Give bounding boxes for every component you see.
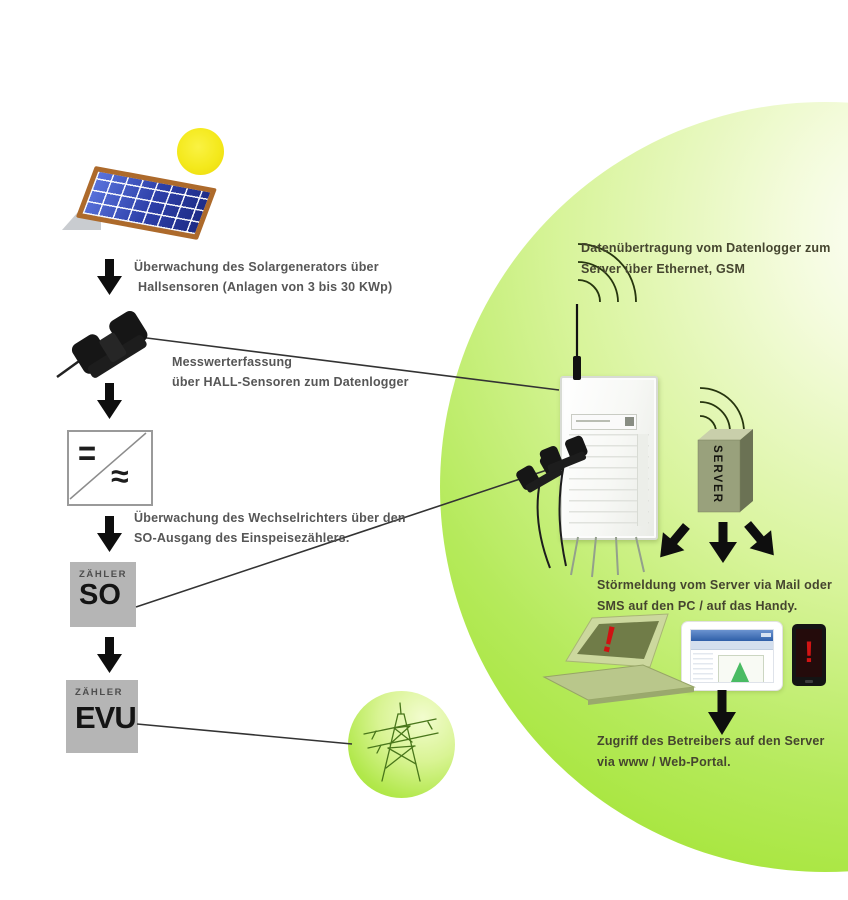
- meter-so: ZÄHLER SO: [70, 562, 136, 627]
- arrow-down-icon: [93, 383, 125, 420]
- meter-so-value: SO: [79, 579, 121, 611]
- sun-icon: [177, 128, 224, 175]
- phone-screen: !: [796, 629, 822, 677]
- annotation-line: Hallsensoren (Anlagen von 3 bis 30 KWp): [138, 280, 393, 294]
- arrow-down-left-icon: [646, 515, 699, 569]
- hall-sensor-clamp-icon: [71, 310, 148, 378]
- portal-chart-curve: [730, 662, 750, 682]
- sensor-wire: [56, 344, 101, 379]
- portal-chart: [718, 655, 764, 682]
- link-evu-grid: [136, 723, 353, 745]
- monitor-icon: [682, 622, 782, 690]
- meter-evu-label: ZÄHLER: [75, 687, 124, 698]
- annotation-line: Überwachung des Wechselrichters über den: [134, 511, 406, 525]
- annotation-solar-monitoring: Überwachung des Solargenerators über Hal…: [134, 257, 392, 297]
- portal-titlebar: [691, 630, 773, 641]
- annotation-line: via www / Web-Portal.: [597, 755, 731, 769]
- annotation-line: Datenübertragung vom Datenlogger zum: [581, 241, 831, 255]
- datalogger-icon: [560, 376, 658, 540]
- web-portal-screen: [690, 629, 774, 683]
- arrow-down-icon: [93, 259, 125, 296]
- arrow-down-right-icon: [734, 513, 787, 567]
- annotation-measurement: Messwerterfassung über HALL-Sensoren zum…: [172, 352, 409, 392]
- meter-so-label: ZÄHLER: [79, 569, 128, 580]
- annotation-line: über HALL-Sensoren zum Datenlogger: [172, 375, 409, 389]
- inverter-diagonal: [69, 432, 147, 500]
- annotation-line: Messwerterfassung: [172, 355, 293, 369]
- phone-home-button: [805, 680, 813, 683]
- annotation-line: Überwachung des Solargenerators über: [134, 260, 379, 274]
- portal-sidebar: [693, 653, 713, 680]
- datalogger-side-column: [637, 434, 648, 526]
- annotation-data-transfer: Datenübertragung vom Datenlogger zum Ser…: [581, 238, 831, 280]
- annotation-portal-access: Zugriff des Betreibers auf den Server vi…: [597, 731, 825, 773]
- annotation-line: SMS auf den PC / auf das Handy.: [597, 599, 798, 613]
- datalogger-display: [571, 414, 637, 430]
- annotation-line: Störmeldung vom Server via Mail oder: [597, 578, 833, 592]
- meter-evu-value: EVU: [75, 700, 137, 735]
- annotation-line: Zugriff des Betreibers auf den Server: [597, 734, 825, 748]
- phone-icon: !: [792, 624, 826, 686]
- annotation-inverter-monitoring: Überwachung des Wechselrichters über den…: [134, 508, 406, 548]
- meter-evu: ZÄHLER EVU: [66, 680, 138, 753]
- portal-toolbar: [691, 641, 773, 650]
- annotation-fault-message: Störmeldung vom Server via Mail oder SMS…: [597, 575, 832, 617]
- dc-symbol: =: [78, 433, 97, 474]
- arrow-down-icon: [705, 690, 739, 736]
- power-tower-icon: [363, 702, 439, 782]
- grid-circle: [348, 691, 455, 798]
- ac-symbol: ≈: [111, 458, 129, 494]
- arrow-down-icon: [93, 516, 125, 553]
- annotation-line: SO-Ausgang des Einspeisezählers.: [134, 531, 350, 545]
- arrow-down-icon: [93, 637, 125, 674]
- annotation-line: Server über Ethernet, GSM: [581, 262, 746, 276]
- inverter-icon: = ≈: [67, 430, 153, 506]
- phone-alert: !: [804, 636, 814, 669]
- arrow-down-icon: [706, 522, 740, 564]
